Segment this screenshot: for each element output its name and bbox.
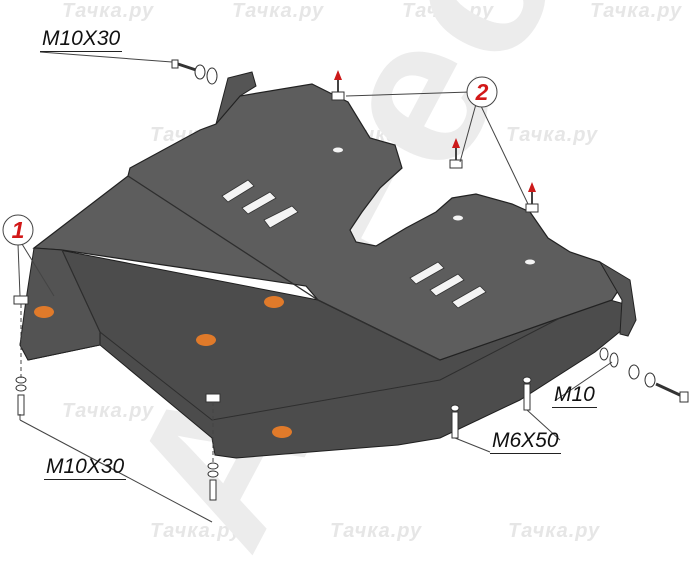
callout-circle-2: [466, 76, 498, 108]
callout-number-1: 1: [11, 217, 25, 243]
watermark-text: Тачка.ру: [330, 520, 423, 542]
rear-bracket-left: [215, 71, 257, 125]
logo-badge: [196, 334, 216, 346]
watermark-text: Тачка.ру: [62, 400, 155, 422]
callout-circle-1: [2, 214, 34, 246]
plate-fold-line: [127, 175, 441, 361]
bolt-lower-left-stack: [205, 393, 221, 501]
plate-front-fold: [61, 249, 561, 421]
label-nut-right: M10: [552, 383, 597, 408]
nut-right: [599, 347, 689, 403]
mounting-slots: [333, 147, 535, 265]
logo-badge: [34, 306, 54, 318]
watermark-text: Тачка.ру: [590, 0, 683, 22]
label-bolt-bottom-right: M6X50: [490, 429, 561, 454]
watermark-text: Тачка.ру: [508, 520, 601, 542]
label-bolt-top-left: M10X30: [40, 27, 123, 52]
skid-plate: [19, 71, 637, 459]
watermark-text: Тачка.ру: [62, 0, 155, 22]
logo-badge: [264, 296, 284, 308]
logo-badges: [34, 296, 292, 438]
rear-bracket-right: [598, 260, 637, 337]
vent-slots-right: [409, 261, 487, 309]
callout-number-2: 2: [475, 79, 489, 105]
watermark-text: Тачка.ру: [232, 0, 325, 22]
leader-lines: [17, 51, 613, 523]
logo-badge: [272, 426, 292, 438]
bolt-top-left: [171, 59, 218, 85]
watermark-text: Тачка.ру: [150, 520, 243, 542]
stud-group: [331, 70, 539, 213]
bolt-left-stack: [13, 295, 29, 416]
label-bolt-bottom-left: M10X30: [44, 455, 127, 480]
watermark-text: Тачка.ру: [506, 124, 599, 146]
vent-slots-left: [221, 179, 299, 229]
watermark-text: Тачка.ру: [402, 0, 495, 22]
